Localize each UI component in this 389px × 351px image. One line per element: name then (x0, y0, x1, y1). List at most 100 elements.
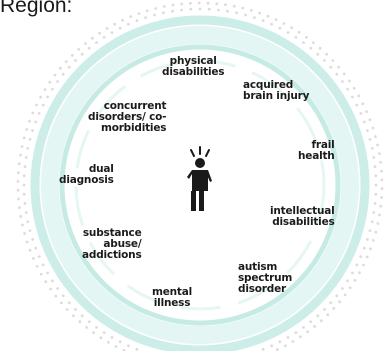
halo-dot (374, 192, 378, 196)
halo-dot (355, 263, 359, 267)
halo-dot (135, 347, 139, 351)
halo-dot (32, 257, 35, 260)
halo-dot (369, 247, 372, 251)
halo-dot (61, 72, 65, 76)
halo-dot (380, 178, 384, 182)
halo-dot (351, 271, 354, 275)
halo-dot (329, 65, 333, 69)
halo-dot (17, 197, 20, 201)
halo-dot (348, 286, 352, 290)
halo-dot (92, 331, 95, 335)
halo-dot (98, 31, 101, 35)
halo-dot (342, 72, 346, 76)
halo-dot (351, 95, 354, 99)
halo-dot (372, 156, 376, 159)
halo-dot (274, 18, 278, 21)
halo-dot (353, 279, 357, 282)
halo-dot (346, 87, 349, 91)
halo-dot (43, 88, 47, 91)
halo-dot (352, 86, 356, 90)
label-concurrent-disorders: concurrent disorders/ co- morbidities (88, 100, 167, 134)
halo-dot (329, 301, 333, 305)
halo-dot (302, 326, 305, 329)
halo-dot (41, 103, 45, 107)
halo-dot (241, 6, 245, 10)
halo-dot (207, 7, 211, 11)
halo-dot (365, 255, 369, 259)
halo-dot (374, 230, 378, 234)
halo-dot (306, 330, 309, 334)
halo-dot (362, 263, 365, 267)
halo-dot (341, 287, 344, 290)
halo-dot (249, 9, 253, 12)
halo-dot (318, 46, 322, 50)
halo-dot (359, 255, 363, 258)
halo-dot (197, 1, 201, 5)
halo-dot (77, 47, 81, 51)
person-with-exclamation-icon (187, 146, 212, 211)
outer-ring (30, 15, 370, 351)
halo-dot (232, 4, 236, 8)
halo-dot (332, 307, 336, 310)
halo-dot (374, 135, 377, 138)
halo-dot (23, 165, 27, 169)
halo-dot (102, 331, 106, 334)
halo-dot (189, 7, 193, 11)
halo-dot (59, 66, 62, 70)
halo-dot (121, 18, 124, 22)
halo-dot (78, 320, 82, 324)
halo-dot (26, 147, 30, 150)
halo-dot (64, 60, 68, 63)
halo-dot (67, 301, 71, 305)
halo-dot (49, 287, 52, 291)
halo-dot (26, 220, 30, 224)
halo-dot (35, 264, 39, 268)
halo-dot (276, 348, 279, 351)
halo-dot (380, 187, 384, 191)
halo-dot (343, 293, 347, 297)
page-heading: Region: (0, 0, 73, 17)
halo-dot (368, 138, 372, 141)
halo-dot (51, 279, 54, 283)
halo-dot (19, 153, 22, 157)
inner-dashes (74, 59, 326, 311)
halo-dot (31, 111, 35, 115)
halo-dot (217, 8, 220, 12)
halo-dot (379, 204, 383, 208)
halo-dot (378, 213, 381, 217)
inner-ring (59, 44, 341, 326)
halo-dot (189, 1, 192, 5)
halo-dot (313, 325, 316, 328)
halo-dot (51, 87, 54, 91)
halo-dot (278, 340, 282, 344)
halo-dot (41, 263, 45, 267)
halo-dot (371, 239, 375, 242)
halo-dot (323, 308, 326, 311)
halo-dot (368, 118, 372, 122)
halo-dot (28, 229, 32, 233)
halo-dot (162, 5, 166, 8)
halo-dot (39, 272, 43, 276)
halo-dot (22, 183, 26, 187)
halo-dot (153, 13, 156, 17)
label-substance-abuse-addictions: substance abuse/ addictions (82, 227, 142, 261)
halo-dot (286, 336, 290, 339)
halo-dot (53, 73, 57, 77)
halo-dot (297, 30, 301, 34)
halo-dot (226, 9, 229, 13)
ring-band (41, 26, 359, 344)
halo-dot (39, 95, 42, 99)
halo-dot (22, 174, 26, 178)
label-physical-disabilities: physical disabilities (162, 55, 225, 78)
halo-dot (270, 22, 273, 26)
halo-dot (341, 80, 344, 83)
halo-dot (95, 41, 98, 44)
halo-dot (126, 344, 130, 348)
label-acquired-brain-injury: acquired brain injury (243, 79, 310, 102)
halo-dot (266, 14, 270, 18)
halo-dot (278, 26, 282, 30)
halo-dot (74, 59, 77, 62)
halo-dot (31, 129, 34, 133)
halo-dot (299, 335, 302, 339)
halo-dot (23, 202, 27, 205)
